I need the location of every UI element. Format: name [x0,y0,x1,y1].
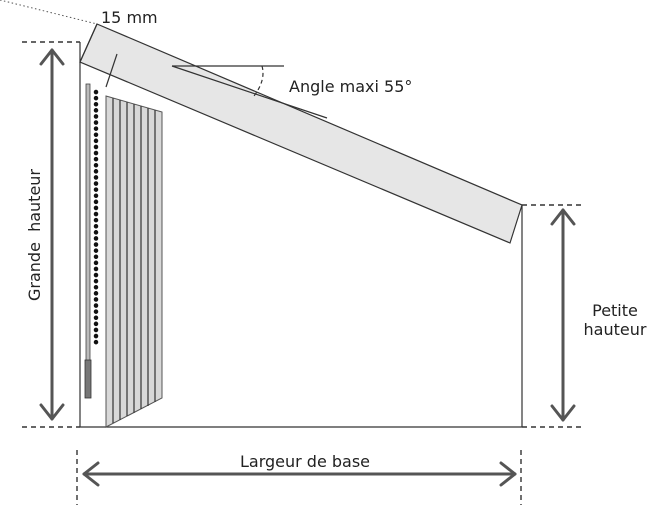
control-rod [85,83,91,365]
window-frame-outline [79,42,523,428]
angle-arc [253,65,264,97]
angle-slope-ref [171,65,328,119]
panel-end-left [79,23,98,63]
small-height-label-line2: hauteur [584,320,647,339]
base-width-arrow [82,461,517,487]
base-width-label: Largeur de base [240,452,370,471]
angle-indicator [171,65,328,119]
rod-handle [84,359,92,399]
small-height-arrow [550,208,576,422]
angle-label: Angle maxi 55° [289,77,412,96]
thickness-leader-line [0,0,98,25]
thickness-label: 15 mm [101,8,158,27]
reference-lines [22,41,584,505]
panel-thickness-mark [105,53,118,88]
big-height-arrow [39,48,65,421]
small-height-label-line1: Petite [592,301,638,320]
vertical-blind [105,95,163,428]
big-height-label: Grande hauteur [25,169,44,301]
